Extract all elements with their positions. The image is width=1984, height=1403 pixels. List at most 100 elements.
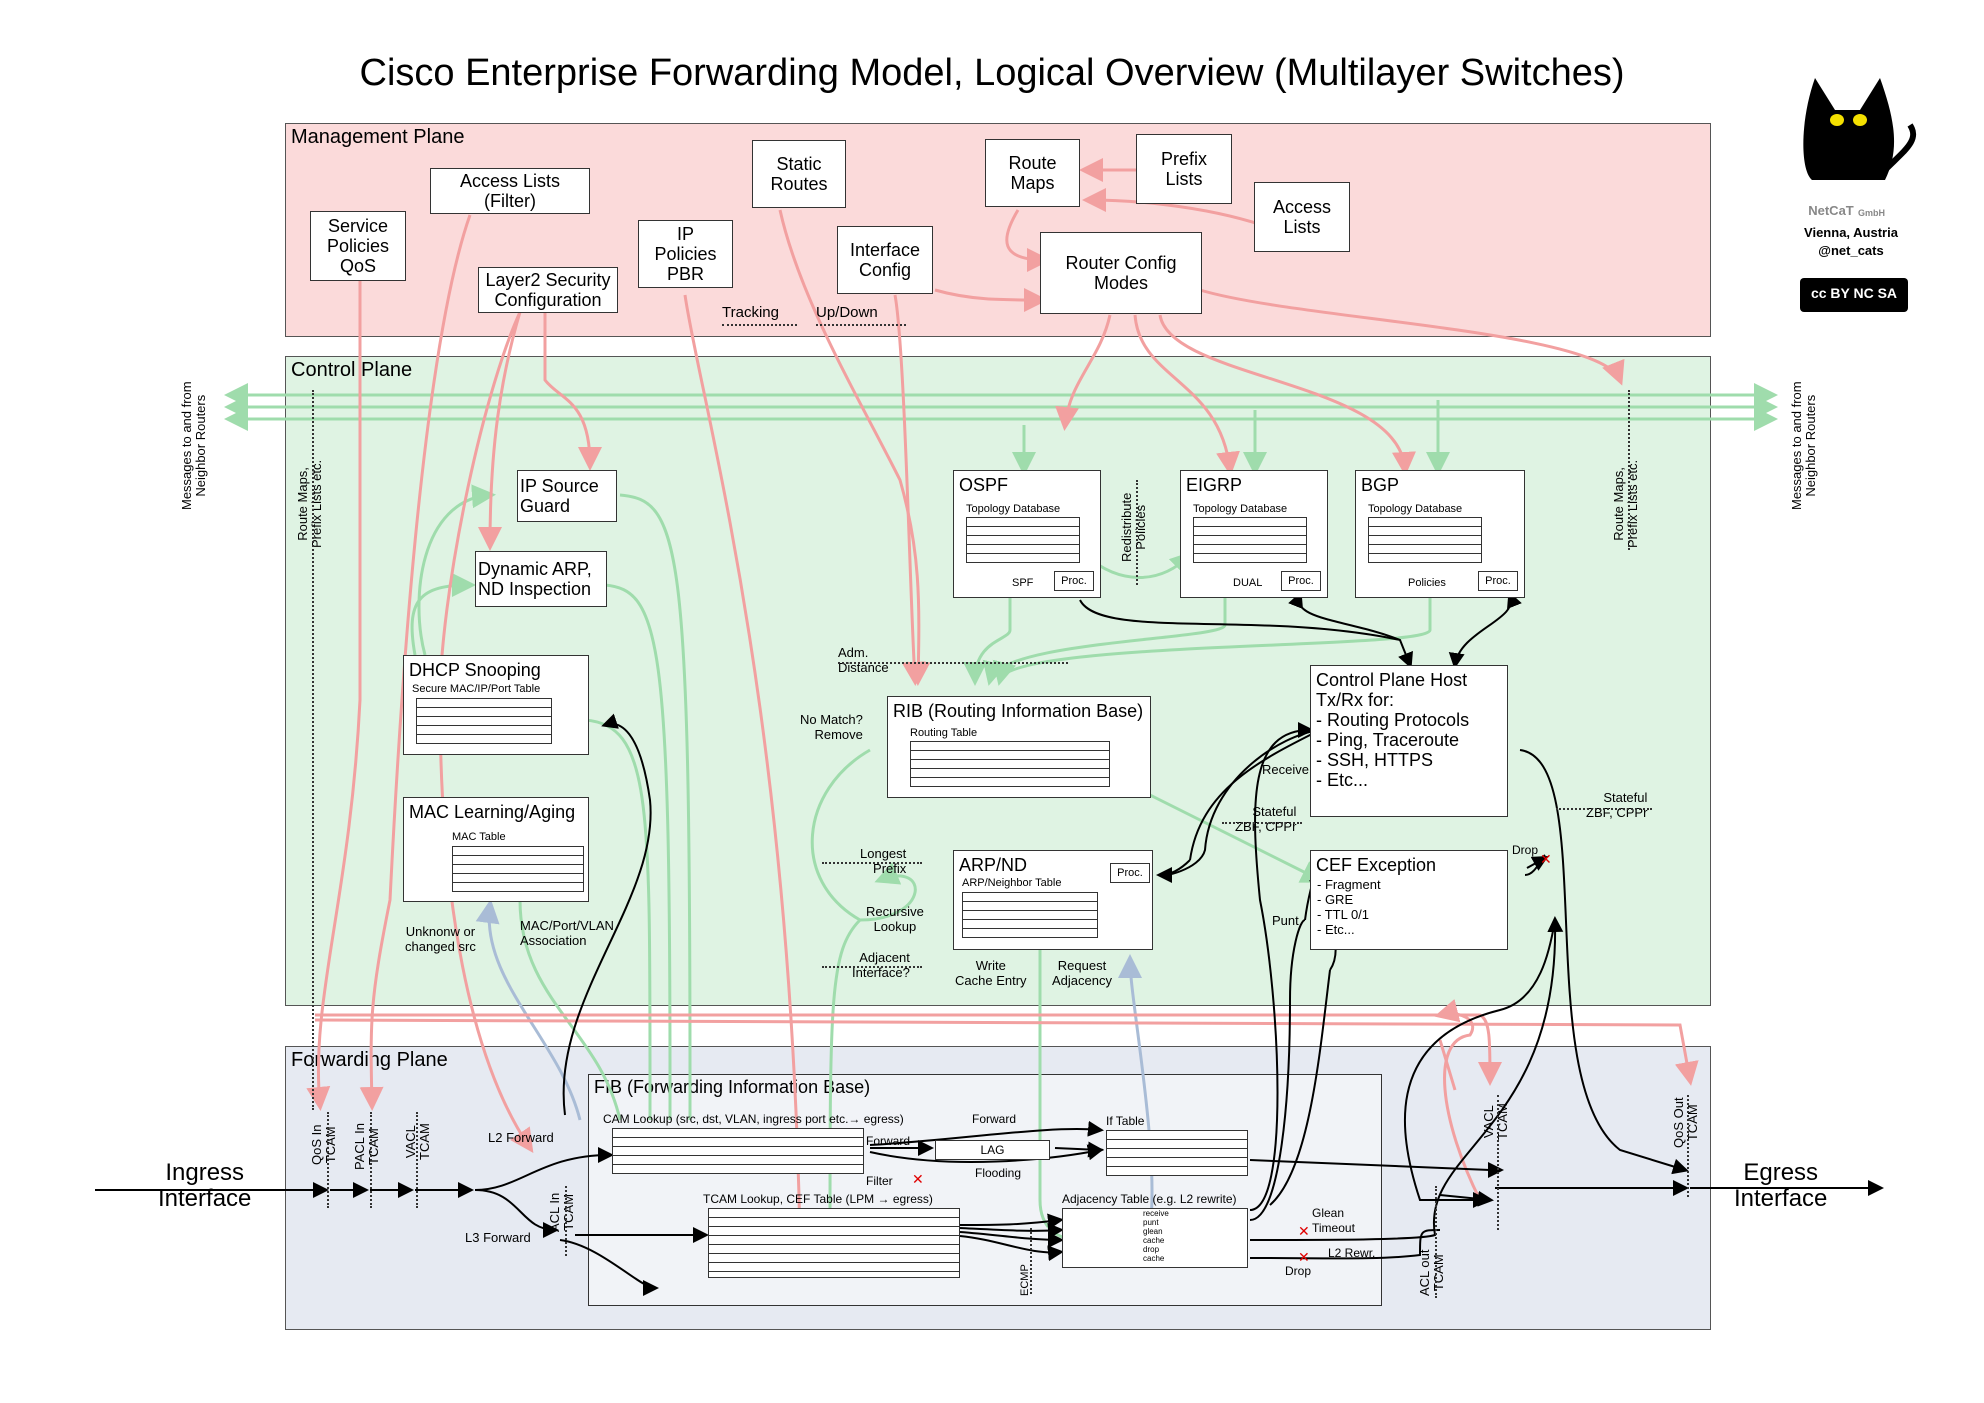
service-policies-line3: QoS (339, 256, 377, 276)
service-policies-box: Service Policies QoS (310, 211, 406, 281)
l2-rewr-label: L2 Rewr. (1328, 1246, 1376, 1260)
side-messages-left: Messages to and from Neighbor Routers (179, 381, 208, 510)
vacl-in-tcam: VACL TCAM (403, 1123, 432, 1160)
dhcp-snooping-title: DHCP Snooping (409, 660, 541, 680)
adm-distance-label: Adm. Distance (838, 645, 889, 675)
route-maps-line1: Route (1008, 153, 1057, 173)
egress-line2: Interface (1734, 1185, 1828, 1212)
cef-item-4: - Etc... (1317, 922, 1355, 937)
ingress-line1: Ingress (165, 1159, 245, 1186)
ip-policies-box: IP Policies PBR (638, 220, 733, 288)
page-title: Cisco Enterprise Forwarding Model, Logic… (359, 52, 1625, 94)
arp-table-label: ARP/Neighbor Table (962, 877, 1062, 889)
access-lists-filter-line1: Access Lists (459, 171, 561, 191)
redistribute-rule (1136, 480, 1138, 585)
mac-learning-title: MAC Learning/Aging (409, 802, 576, 822)
dynamic-arp-line1: Dynamic ARP, (478, 559, 592, 579)
pacl-in-line1: PACL In (352, 1123, 367, 1170)
rib-box: RIB (Routing Information Base) Routing T… (887, 696, 1151, 798)
service-policies-line2: Policies (326, 236, 390, 256)
cef-exception-title: CEF Exception (1316, 855, 1437, 875)
redistribute-line1: Redistribute (1119, 492, 1134, 562)
side-messages-right-line2: Neighbor Routers (1803, 394, 1818, 497)
cef-items: - Fragment - GRE - TTL 0/1 - Etc... (1317, 877, 1381, 937)
cph-item-2: - Ping, Traceroute (1316, 730, 1460, 750)
logo-location: Vienna, Austria (1804, 225, 1898, 240)
request-adj-line2: Adjacency (1052, 973, 1112, 988)
adjacency-table: receive punt glean cache drop cache (1062, 1208, 1248, 1268)
ip-policies-line3: PBR (666, 264, 704, 284)
router-config-line2: Modes (1093, 273, 1149, 293)
filter-drop-icon: ✕ (912, 1171, 924, 1187)
ospf-box: OSPF Topology Database SPF Proc. (953, 470, 1101, 598)
recursive-line1: Recursive (866, 904, 924, 919)
tracking-rule (722, 324, 797, 326)
logo-handle: @net_cats (1818, 243, 1884, 258)
prefix-lists-box: Prefix Lists (1136, 134, 1232, 204)
acl-in-rule (565, 1186, 567, 1256)
no-match-line2: Remove (814, 727, 863, 742)
layer2-security-line2: Configuration (494, 290, 602, 310)
longest-prefix-line1: Longest (860, 846, 907, 861)
interface-config-box: Interface Config (837, 226, 933, 294)
route-maps-side-left-rule (312, 390, 314, 1110)
dhcp-table (416, 698, 552, 744)
control-plane-host-box: Control Plane Host Tx/Rx for: - Routing … (1310, 665, 1508, 817)
cef-exception-box: CEF Exception - Fragment - GRE - TTL 0/1… (1310, 850, 1508, 950)
routing-table (910, 741, 1110, 787)
acl-in-tcam: ACL In TCAM (547, 1193, 576, 1232)
qos-out-tcam: QoS Out TCAM (1671, 1097, 1700, 1148)
mac-learning-box: MAC Learning/Aging MAC Table (403, 797, 589, 902)
cef-table (708, 1208, 960, 1278)
unknown-src-line2: changed src (405, 939, 476, 954)
eigrp-title: EIGRP (1186, 475, 1243, 495)
adjacent-rule (822, 966, 922, 968)
route-maps-side-left-line1: Route Maps, (295, 467, 310, 541)
ip-source-guard-line1: IP Source (520, 476, 599, 496)
pacl-in-tcam: PACL In TCAM (352, 1123, 381, 1170)
bgp-topology-table (1368, 517, 1482, 563)
ip-source-guard-line2: Guard (520, 496, 571, 516)
bgp-policies-label: Policies (1408, 577, 1446, 589)
eigrp-proc: Proc. (1281, 571, 1321, 591)
filter-label: Filter (866, 1174, 893, 1188)
glean-timeout-label: Glean Timeout (1312, 1206, 1355, 1236)
cef-item-2: - GRE (1317, 892, 1354, 907)
request-adj-line1: Request (1057, 958, 1107, 973)
routing-table-label: Routing Table (910, 727, 978, 739)
fib-label: FIB (Forwarding Information Base) (594, 1077, 871, 1097)
eigrp-topology-table (1193, 517, 1307, 563)
ospf-topology-table (966, 517, 1080, 563)
cph-title: Control Plane Host Tx/Rx for: - Routing … (1316, 670, 1469, 790)
vacl-out-tcam: VACL TCAM (1481, 1103, 1510, 1140)
arp-nd-box: ARP/ND ARP/Neighbor Table Proc. (953, 850, 1153, 950)
side-messages-right-line1: Messages to and from (1789, 381, 1804, 510)
forward-label: Forward (972, 1112, 1017, 1126)
longest-prefix-line2: Prefix (873, 861, 907, 876)
rib-title: RIB (Routing Information Base) (893, 701, 1144, 721)
ingress-label: Ingress Interface (158, 1160, 251, 1212)
forwarding-plane-label: Forwarding Plane (291, 1049, 448, 1071)
mac-table (452, 846, 584, 892)
tcam-lookup-label: TCAM Lookup, CEF Table (LPM → egress) (703, 1192, 933, 1206)
glean-timeout-line2: Timeout (1312, 1221, 1355, 1235)
adm-distance-line1: Adm. (838, 645, 869, 660)
bgp-proc: Proc. (1478, 571, 1518, 591)
glean-timeout-line1: Glean (1312, 1206, 1345, 1220)
arp-table (962, 892, 1098, 938)
bgp-title: BGP (1361, 475, 1400, 495)
adj-table-label: Adjacency Table (e.g. L2 rewrite) (1062, 1192, 1237, 1206)
glean-drop-icon: ✕ (1298, 1223, 1310, 1239)
access-lists-line2: Lists (1283, 217, 1321, 237)
bgp-topology-label: Topology Database (1368, 503, 1463, 515)
acl-out-tcam: ACL out TCAM (1417, 1250, 1446, 1297)
adj-row-5: drop (1143, 1245, 1160, 1254)
egress-label: Egress Interface (1734, 1160, 1827, 1212)
eigrp-box: EIGRP Topology Database DUAL Proc. (1180, 470, 1328, 598)
dynamic-arp-box: Dynamic ARP, ND Inspection (475, 551, 607, 607)
updown-rule (816, 324, 906, 326)
adj-row-3: glean (1143, 1227, 1163, 1236)
route-maps-box: Route Maps (985, 139, 1080, 207)
